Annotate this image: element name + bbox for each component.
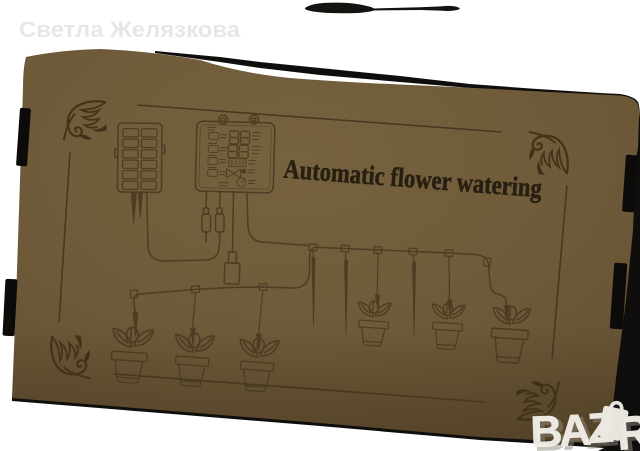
svg-text:Светла Желязкова: Светла Желязкова	[19, 17, 241, 42]
svg-text:A: A	[562, 408, 596, 451]
svg-text:A: A	[558, 405, 592, 451]
svg-text:B: B	[534, 410, 567, 451]
svg-text:B: B	[530, 407, 563, 451]
